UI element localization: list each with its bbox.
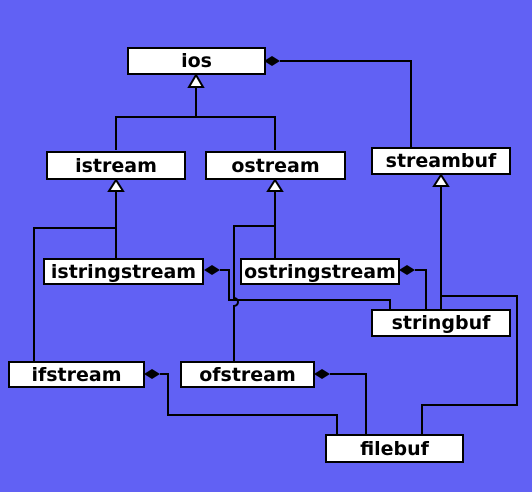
edge-ostringstream-to-stringbuf <box>415 269 427 309</box>
class-box-streambuf: streambuf <box>371 147 511 175</box>
edge-istream-ostream-to-ios <box>115 116 276 150</box>
edge-ifstream-to-filebuf <box>160 373 338 434</box>
composition-diamond-ios <box>264 56 280 66</box>
composition-diamond-ifstream <box>144 369 160 379</box>
edge-filebuf-to-streambuf <box>421 295 518 434</box>
inheritance-arrow-istream <box>107 178 125 192</box>
inheritance-arrow-ostream <box>266 178 284 192</box>
class-box-stringbuf: stringbuf <box>371 309 511 337</box>
edge-istringstream-to-stringbuf <box>220 269 391 309</box>
edge-ofstream-to-filebuf <box>330 373 367 434</box>
class-box-ios: ios <box>127 47 266 75</box>
edge-ifstream-to-istream <box>33 227 116 361</box>
class-box-istream: istream <box>46 151 186 180</box>
edge-streambuf-to-ios <box>280 60 412 147</box>
inheritance-arrow-streambuf <box>432 173 450 187</box>
class-box-ostringstream: ostringstream <box>240 258 400 285</box>
composition-diamond-ostringstream <box>399 265 415 275</box>
class-box-filebuf: filebuf <box>325 434 464 463</box>
composition-diamond-ofstream <box>314 369 330 379</box>
edge-ofstream-to-ostream <box>233 225 275 361</box>
class-box-ostream: ostream <box>205 151 346 180</box>
class-box-ifstream: ifstream <box>8 361 145 388</box>
class-box-istringstream: istringstream <box>43 258 204 285</box>
inheritance-arrow-ios <box>187 73 205 88</box>
class-box-ofstream: ofstream <box>180 361 315 388</box>
composition-diamond-istringstream <box>204 265 220 275</box>
